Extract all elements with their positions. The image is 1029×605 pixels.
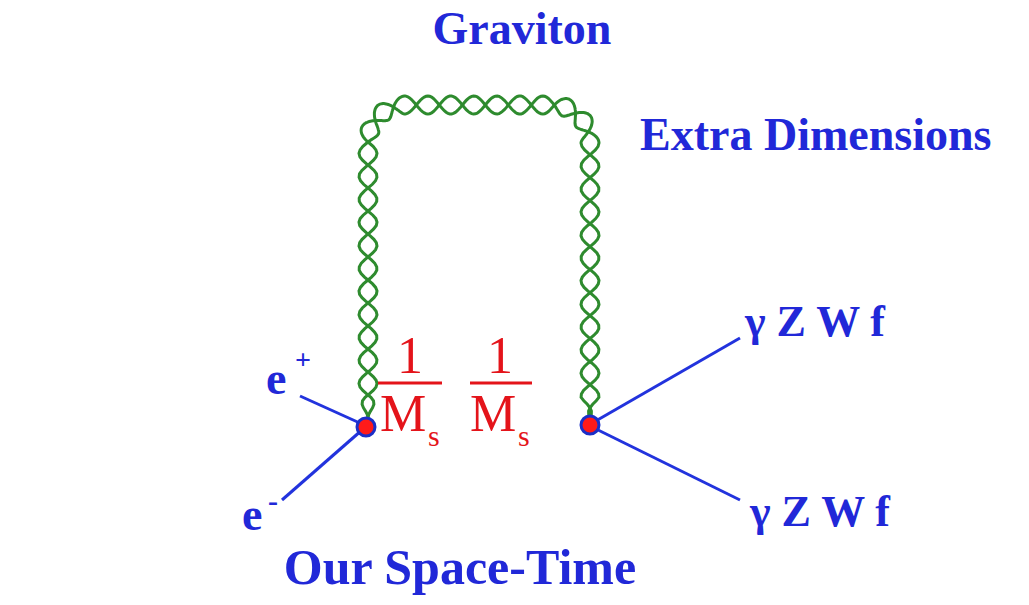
outgoing-line	[594, 338, 740, 422]
graviton-label: Graviton	[433, 6, 612, 52]
vertex-dot	[357, 418, 375, 436]
extra-dimensions-label: Extra Dimensions	[640, 112, 991, 158]
graviton-strand	[359, 96, 599, 418]
coupling-numerator: 1	[487, 330, 513, 382]
outgoing-line	[594, 428, 740, 500]
electron-line	[282, 430, 362, 500]
coupling-numerator: 1	[397, 330, 423, 382]
particle-label: e	[266, 356, 286, 402]
plane-label: Our Space-Time	[200, 541, 720, 594]
coupling-mass: M	[380, 388, 426, 440]
graviton-line	[359, 96, 599, 418]
charge-sign: +	[295, 346, 311, 374]
final-state-label: γ Z W f	[745, 300, 885, 344]
particle-label: e	[242, 492, 262, 538]
graviton-strand	[359, 96, 599, 418]
coupling-subscript: s	[428, 421, 440, 451]
vertex-dot	[581, 416, 599, 434]
charge-sign: -	[268, 486, 278, 516]
coupling-mass: M	[470, 388, 516, 440]
final-state-label: γ Z W f	[750, 490, 890, 534]
coupling-subscript: s	[518, 421, 530, 451]
positron-line	[300, 396, 362, 424]
